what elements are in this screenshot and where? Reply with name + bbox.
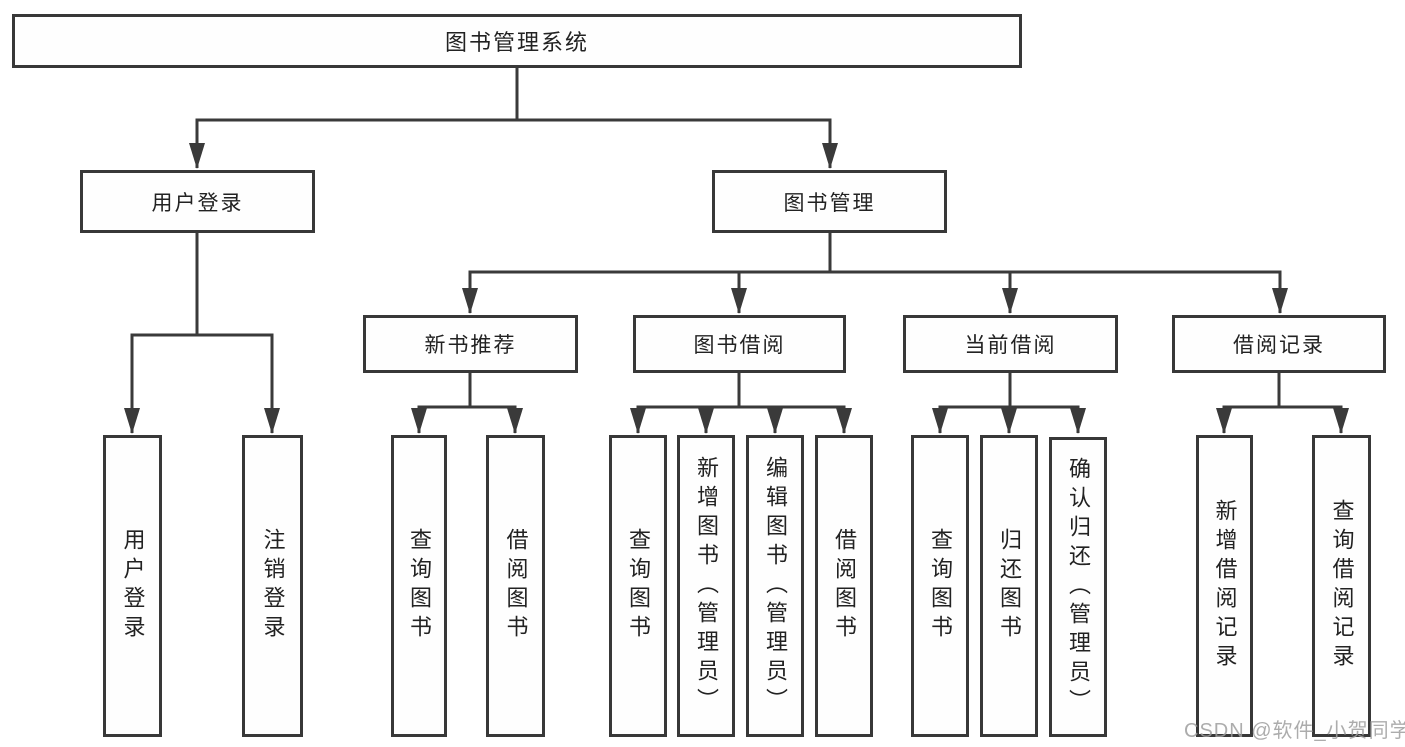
leaf-label: 归还图书 (997, 528, 1022, 644)
leaf-logout: 注销登录 (242, 435, 303, 737)
leaf-confirm-return-admin: 确认归还（管理员） (1049, 437, 1107, 737)
leaf-add-book-admin: 新增图书（管理员） (677, 435, 735, 737)
leaf-query-books-recommend: 查询图书 (391, 435, 447, 737)
leaf-query-books-borrowing: 查询图书 (609, 435, 667, 737)
leaf-label: 新增借阅记录 (1212, 499, 1238, 673)
leaf-label: 注销登录 (260, 528, 286, 644)
leaf-label: 确认归还（管理员） (1066, 456, 1091, 718)
node-borrow-records: 借阅记录 (1172, 315, 1386, 373)
leaf-query-books-current: 查询图书 (911, 435, 969, 737)
leaf-label: 用户登录 (120, 528, 146, 644)
leaf-label: 查询图书 (407, 528, 432, 644)
leaf-label: 查询图书 (626, 528, 651, 644)
node-book-management: 图书管理 (712, 170, 947, 233)
leaf-label: 编辑图书（管理员） (763, 455, 788, 717)
watermark-text: CSDN @软件_小贺同学 (1184, 720, 1405, 742)
leaf-query-borrow-record: 查询借阅记录 (1312, 435, 1371, 737)
leaf-borrow-books-recommend: 借阅图书 (486, 435, 545, 737)
node-current-borrowing: 当前借阅 (903, 315, 1118, 373)
node-book-borrowing: 图书借阅 (633, 315, 846, 373)
leaf-user-login: 用户登录 (103, 435, 162, 737)
leaf-edit-book-admin: 编辑图书（管理员） (746, 435, 804, 737)
leaf-add-borrow-record: 新增借阅记录 (1196, 435, 1253, 737)
leaf-label: 借阅图书 (503, 528, 529, 644)
node-new-book-recommendation: 新书推荐 (363, 315, 578, 373)
leaf-return-book: 归还图书 (980, 435, 1038, 737)
leaf-label: 借阅图书 (832, 528, 857, 644)
node-user-login: 用户登录 (80, 170, 315, 233)
node-library-system: 图书管理系统 (12, 14, 1022, 68)
leaf-label: 新增图书（管理员） (694, 455, 719, 717)
leaf-label: 查询图书 (928, 528, 953, 644)
leaf-label: 查询借阅记录 (1329, 499, 1355, 673)
leaf-borrow-books-borrowing: 借阅图书 (815, 435, 873, 737)
